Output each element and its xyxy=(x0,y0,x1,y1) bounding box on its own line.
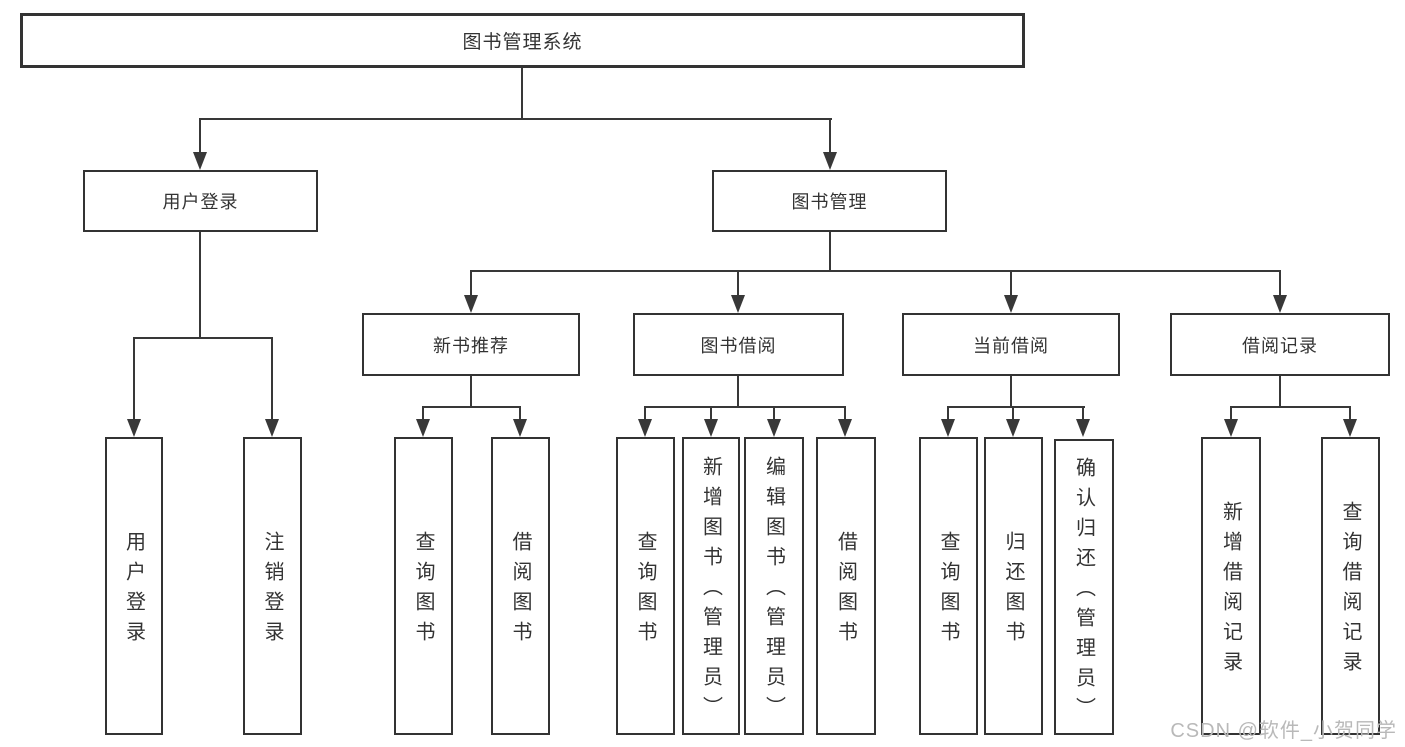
leaf-query-books-recommend: 查询图书 xyxy=(394,437,453,735)
arrow-down xyxy=(1006,406,1020,437)
arrow-down xyxy=(1273,270,1287,313)
arrow-down xyxy=(638,406,652,437)
node-label: 归还图书 xyxy=(1002,531,1024,651)
node-label: 查询借阅记录 xyxy=(1339,501,1361,681)
arrow-down xyxy=(838,406,852,437)
node-new-book-recommend: 新书推荐 xyxy=(362,313,580,376)
node-label: 当前借阅 xyxy=(973,335,1049,356)
connector-line xyxy=(737,376,739,408)
connector-line xyxy=(948,406,1085,408)
node-label: 用户登录 xyxy=(122,531,145,651)
node-label: 借阅图书 xyxy=(509,531,531,651)
leaf-borrow-books: 借阅图书 xyxy=(816,437,876,735)
arrow-down xyxy=(127,337,141,437)
arrow-down xyxy=(941,406,955,437)
leaf-query-borrow-record: 查询借阅记录 xyxy=(1321,437,1380,735)
arrow-down xyxy=(265,337,279,437)
connector-line xyxy=(829,232,831,272)
leaf-add-borrow-record: 新增借阅记录 xyxy=(1201,437,1261,735)
leaf-confirm-return-admin: 确认归还（管理员） xyxy=(1054,439,1114,735)
leaf-user-login: 用户登录 xyxy=(105,437,163,735)
node-book-borrowing: 图书借阅 xyxy=(633,313,844,376)
connector-line xyxy=(1231,406,1351,408)
node-label: 借阅记录 xyxy=(1242,335,1318,356)
leaf-query-books-borrow: 查询图书 xyxy=(616,437,675,735)
arrow-down xyxy=(193,118,207,170)
connector-line xyxy=(423,406,521,408)
arrow-down xyxy=(731,270,745,313)
node-current-borrowing: 当前借阅 xyxy=(902,313,1120,376)
leaf-edit-books-admin: 编辑图书（管理员） xyxy=(744,437,804,735)
node-label: 查询图书 xyxy=(412,531,434,651)
node-label: 新增图书（管理员） xyxy=(699,456,722,726)
arrow-down xyxy=(823,118,837,170)
node-label: 确认归还（管理员） xyxy=(1072,457,1095,727)
connector-line xyxy=(1010,376,1012,408)
arrow-down xyxy=(704,406,718,437)
connector-line xyxy=(134,337,273,339)
node-book-management: 图书管理 xyxy=(712,170,947,232)
csdn-watermark: CSDN @软件_小贺同学 xyxy=(1170,720,1397,742)
node-label: 查询图书 xyxy=(634,531,656,651)
arrow-down xyxy=(1004,270,1018,313)
node-label: 注销登录 xyxy=(261,531,283,651)
node-user-login: 用户登录 xyxy=(83,170,318,232)
node-borrow-records: 借阅记录 xyxy=(1170,313,1390,376)
connector-line xyxy=(1279,376,1281,408)
node-library-management-system: 图书管理系统 xyxy=(20,13,1025,68)
leaf-add-books-admin: 新增图书（管理员） xyxy=(682,437,740,735)
node-label: 编辑图书（管理员） xyxy=(762,456,785,726)
arrow-down xyxy=(1076,406,1090,437)
arrow-down xyxy=(1224,406,1238,437)
connector-line xyxy=(199,118,832,120)
connector-line xyxy=(471,270,1281,272)
arrow-down xyxy=(767,406,781,437)
node-label: 新书推荐 xyxy=(433,335,509,356)
node-label: 借阅图书 xyxy=(834,531,857,651)
connector-line xyxy=(470,376,472,408)
leaf-borrow-books-recommend: 借阅图书 xyxy=(491,437,550,735)
node-label: 用户登录 xyxy=(162,192,239,212)
leaf-logout: 注销登录 xyxy=(243,437,302,735)
connector-line xyxy=(645,406,846,408)
node-label: 查询图书 xyxy=(937,531,959,651)
connector-line xyxy=(521,68,523,120)
connector-line xyxy=(199,232,201,339)
leaf-query-books-current: 查询图书 xyxy=(919,437,978,735)
node-label: 图书管理 xyxy=(791,192,868,212)
leaf-return-books: 归还图书 xyxy=(984,437,1043,735)
node-label: 新增借阅记录 xyxy=(1219,501,1242,681)
node-label: 图书管理系统 xyxy=(462,32,583,53)
node-label: 图书借阅 xyxy=(700,335,777,356)
arrow-down xyxy=(1343,406,1357,437)
arrow-down xyxy=(464,270,478,313)
arrow-down xyxy=(416,406,430,437)
arrow-down xyxy=(513,406,527,437)
